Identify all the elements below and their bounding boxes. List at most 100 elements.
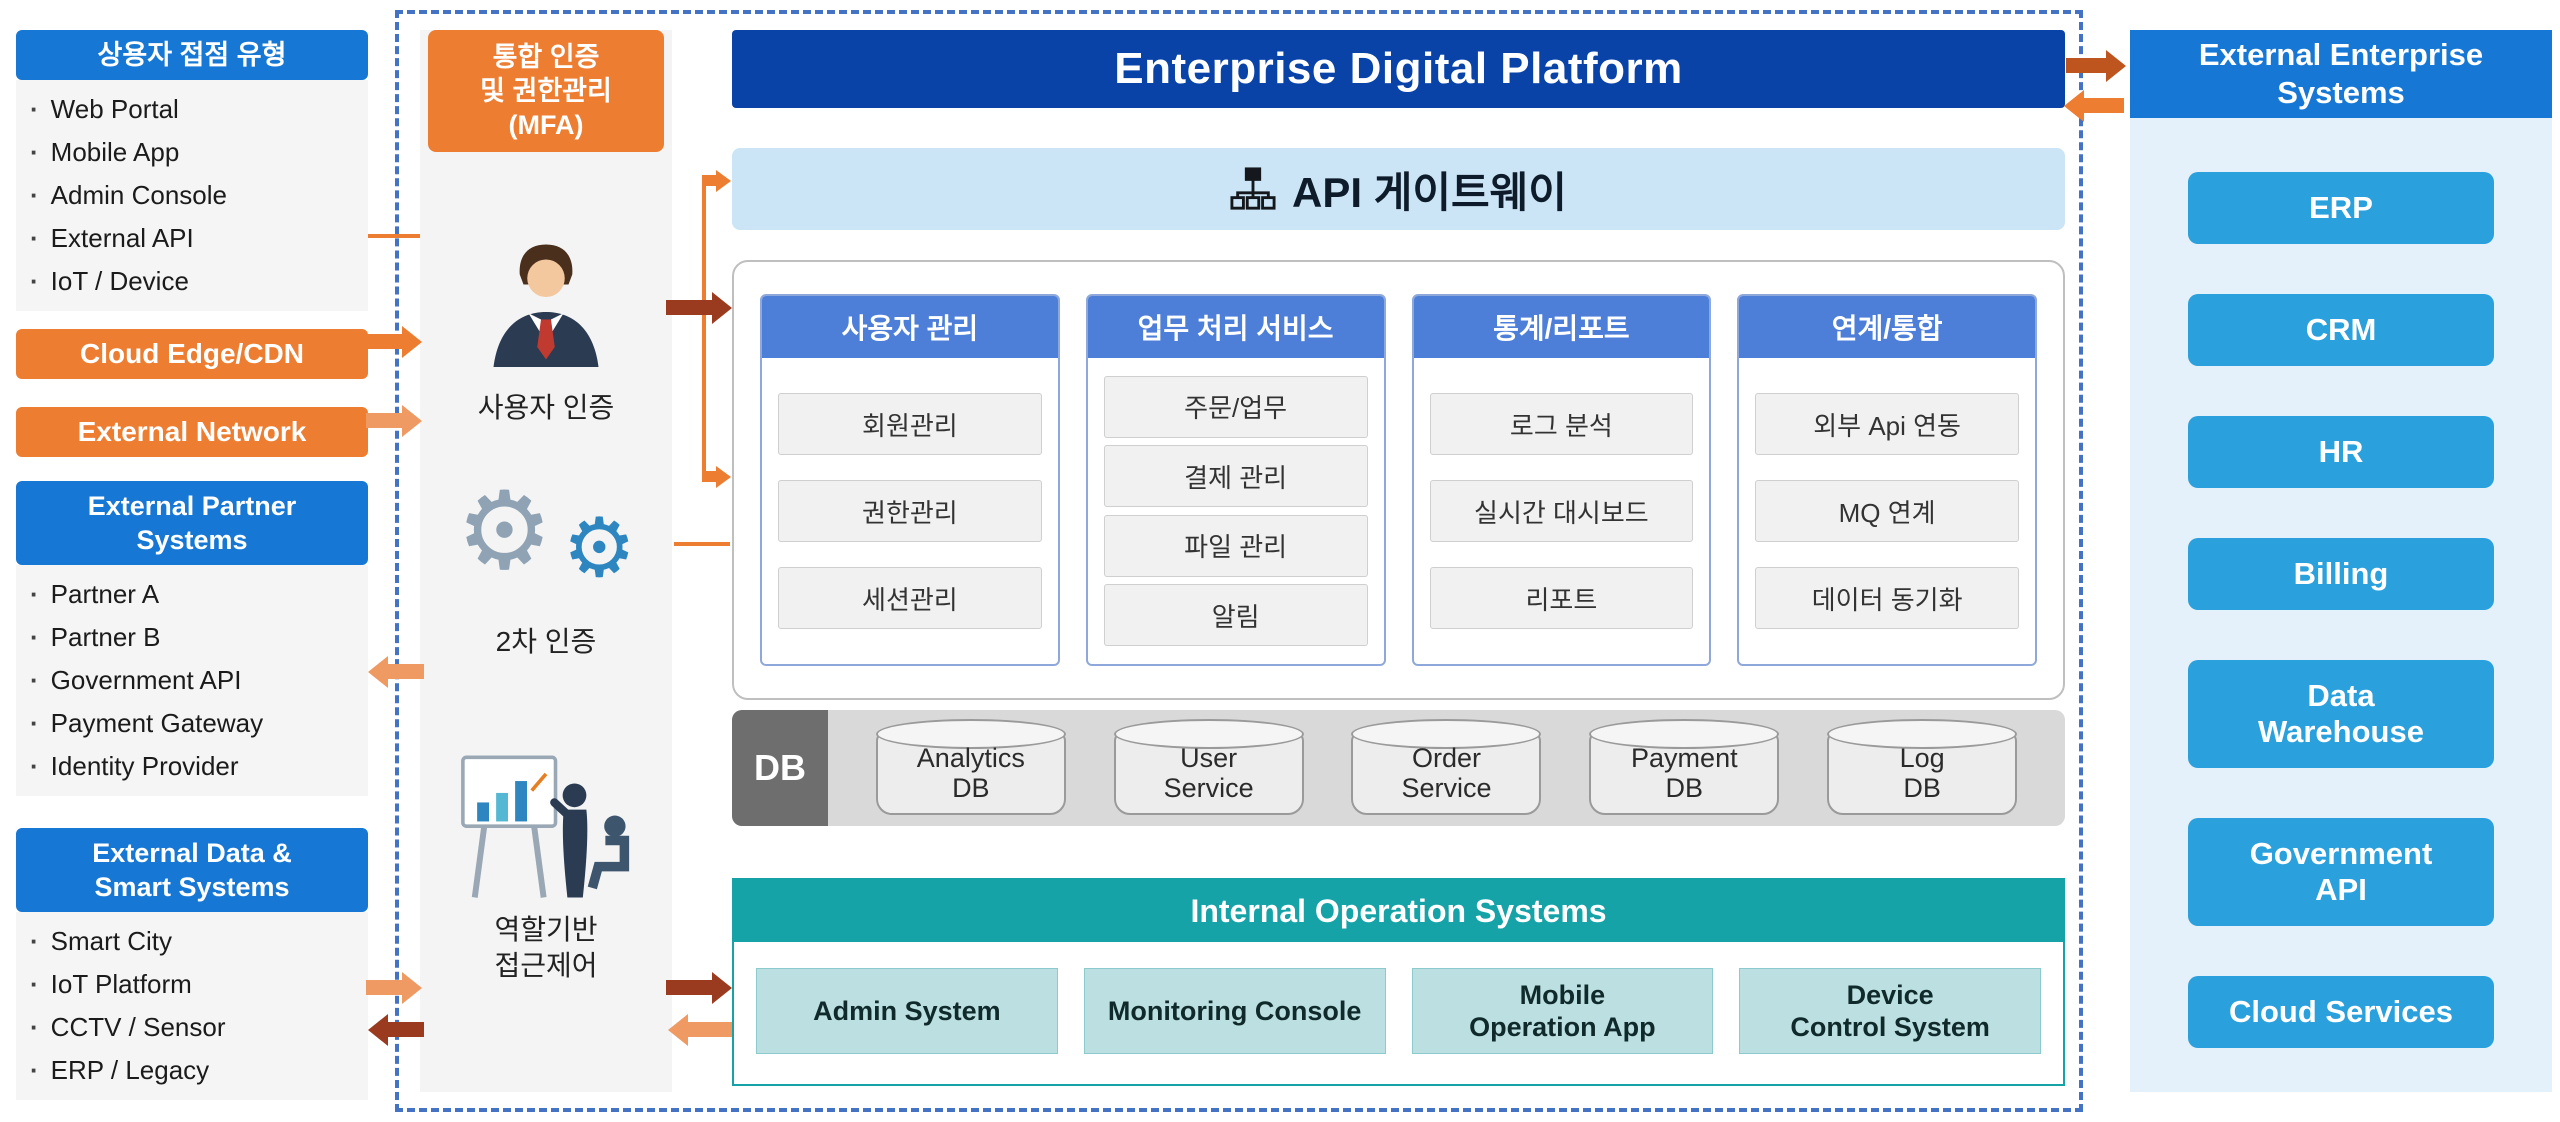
database-band: DB Analytics DB User Service Order Servi… xyxy=(732,710,2065,826)
list-item: ERP / Legacy xyxy=(30,1049,368,1092)
list-item: Government API xyxy=(30,659,368,702)
api-gateway-label: API 게이트웨이 xyxy=(1292,168,1567,216)
partner-systems-list: Partner APartner BGovernment APIPayment … xyxy=(16,565,368,796)
service-item: 회원관리 xyxy=(778,393,1042,455)
businessman-icon xyxy=(493,244,599,367)
sitemap-icon xyxy=(1230,167,1276,210)
external-system-node: Government API xyxy=(2188,818,2494,926)
platform-area: Enterprise Digital Platform API 게이트웨이 사용… xyxy=(732,30,2065,1086)
arrow-external-to-platform xyxy=(2084,98,2124,113)
connector-to-services xyxy=(702,471,716,482)
service-item: 결제 관리 xyxy=(1103,445,1368,508)
auth-panel: 통합 인증 및 권한관리 (MFA) 사용자 인증 ⚙ ⚙ 2차 인증 xyxy=(420,30,672,1092)
service-item: 주문/업무 xyxy=(1103,375,1368,438)
internal-ops-items: Admin System Monitoring Console Mobile Ope… xyxy=(734,942,2063,1084)
internal-ops-title: Internal Operation Systems xyxy=(734,880,2063,942)
data-smart-systems-title: External Data & Smart Systems xyxy=(16,828,368,912)
database-cylinder-icon: Order Service xyxy=(1351,719,1542,815)
service-item: 로그 분석 xyxy=(1429,393,1694,455)
external-network-node: External Network xyxy=(16,407,368,457)
external-enterprise-title: External Enterprise Systems xyxy=(2130,30,2552,118)
database-name: Analytics DB xyxy=(916,743,1025,803)
rbac-figure: 역할기반 접근제어 xyxy=(451,746,641,984)
list-item: External API xyxy=(30,217,368,260)
external-system-node: CRM xyxy=(2188,294,2494,366)
partner-systems-section: External Partner Systems Partner APartne… xyxy=(16,481,368,796)
external-system-node: ERP xyxy=(2188,172,2494,244)
service-item: 데이터 동기화 xyxy=(1755,567,2019,629)
user-touchpoints-list: Web PortalMobile AppAdmin ConsoleExterna… xyxy=(16,80,368,311)
partner-systems-title: External Partner Systems xyxy=(16,481,368,565)
service-item: 리포트 xyxy=(1429,567,1694,629)
internal-ops-item: Mobile Operation App xyxy=(1411,968,1714,1054)
list-item: Admin Console xyxy=(30,174,368,217)
list-item: IoT Platform xyxy=(30,963,368,1006)
arrow-rbac-to-internal-ops xyxy=(666,980,712,995)
service-item: 권한관리 xyxy=(778,480,1042,542)
connector-gears-to-services xyxy=(674,542,730,546)
internal-ops-container: Internal Operation Systems Admin System M… xyxy=(732,878,2065,1086)
internal-ops-item: Device Control System xyxy=(1739,968,2041,1054)
database-name: Log DB xyxy=(1899,743,1945,803)
service-group-title: 연계/통합 xyxy=(1739,296,2035,358)
platform-boundary xyxy=(395,10,2083,1112)
api-gateway-band: API 게이트웨이 xyxy=(732,148,2065,230)
service-item: 알림 xyxy=(1103,584,1368,647)
data-smart-systems-section: External Data & Smart Systems Smart City… xyxy=(16,828,368,1100)
arrow-cloud-edge-to-auth xyxy=(366,334,402,349)
gears-icon: ⚙ ⚙ xyxy=(456,469,636,596)
database-cylinder-icon: Analytics DB xyxy=(875,719,1066,815)
list-item: Mobile App xyxy=(30,131,368,174)
service-item: 외부 Api 연동 xyxy=(1755,393,2019,455)
connector-vertical-line xyxy=(702,185,706,477)
list-item: IoT / Device xyxy=(30,260,368,303)
user-touchpoints-title: 상용자 접점 유형 xyxy=(16,30,368,80)
arrow-auth-to-data-systems xyxy=(388,1022,424,1037)
service-item: 세션관리 xyxy=(778,567,1042,629)
external-system-node: HR xyxy=(2188,416,2494,488)
list-item: CCTV / Sensor xyxy=(30,1006,368,1049)
data-smart-systems-list: Smart CityIoT PlatformCCTV / SensorERP /… xyxy=(16,912,368,1100)
list-item: Partner B xyxy=(30,616,368,659)
cloud-edge-node: Cloud Edge/CDN xyxy=(16,329,368,379)
arrow-to-government-api xyxy=(388,664,424,679)
left-panel: 상용자 접점 유형 Web PortalMobile AppAdmin Cons… xyxy=(16,30,368,1100)
service-group-title: 통계/리포트 xyxy=(1413,296,1710,358)
user-auth-figure: 사용자 인증 xyxy=(471,232,621,426)
arrow-user-auth-to-platform xyxy=(666,300,712,315)
database-name: Payment DB xyxy=(1631,743,1738,803)
user-touchpoints-section: 상용자 접점 유형 Web PortalMobile AppAdmin Cons… xyxy=(16,30,368,311)
external-system-node: Billing xyxy=(2188,538,2494,610)
external-system-node: Data Warehouse xyxy=(2188,660,2494,768)
rbac-label: 역할기반 접근제어 xyxy=(494,914,598,981)
user-auth-label: 사용자 인증 xyxy=(477,392,615,423)
connector-touchpoints-to-auth xyxy=(368,234,420,238)
service-item: 실시간 대시보드 xyxy=(1429,480,1694,542)
list-item: Web Portal xyxy=(30,88,368,131)
list-item: Partner A xyxy=(30,573,368,616)
connector-to-api-gateway xyxy=(702,175,716,186)
external-enterprise-panel: External Enterprise Systems ERP CRM HR Bill… xyxy=(2130,30,2552,1092)
list-item: Payment Gateway xyxy=(30,702,368,745)
arrow-data-systems-to-auth xyxy=(366,980,402,995)
second-auth-label: 2차 인증 xyxy=(495,626,597,657)
internal-ops-item: Monitoring Console xyxy=(1083,968,1386,1054)
internal-ops-item: Admin System xyxy=(756,968,1058,1054)
database-cylinder-icon: User Service xyxy=(1113,719,1304,815)
auth-panel-title: 통합 인증 및 권한관리 (MFA) xyxy=(428,30,664,152)
arrow-platform-to-external xyxy=(2066,58,2106,73)
presentation-people-icon xyxy=(461,755,630,898)
database-cylinder-icon: Payment DB xyxy=(1589,719,1780,815)
second-auth-figure: ⚙ ⚙ 2차 인증 xyxy=(456,469,636,660)
